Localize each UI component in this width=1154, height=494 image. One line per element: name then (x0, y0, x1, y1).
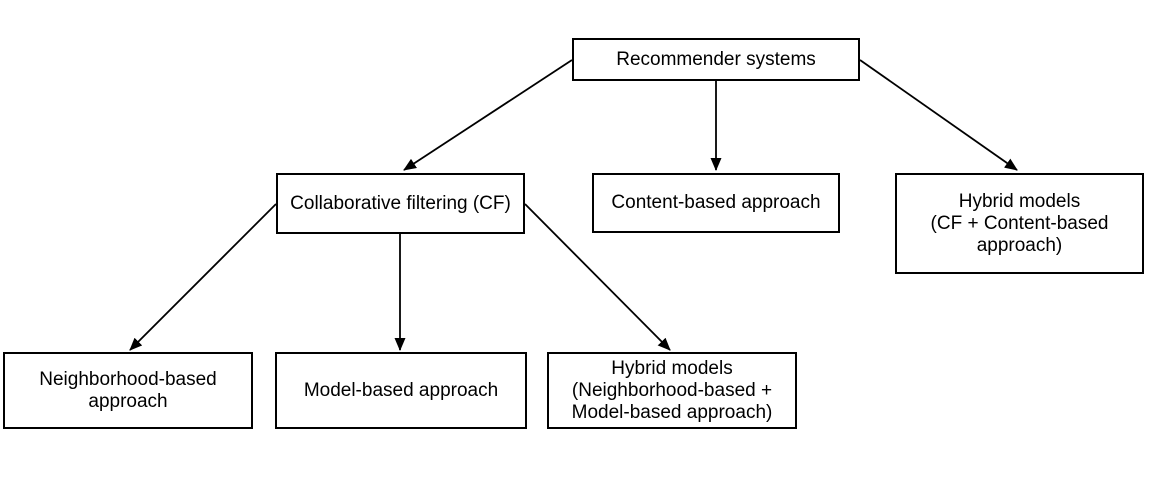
node-content-based-approach-label: Content-based approach (611, 192, 821, 213)
node-hybrid-models-cf-content: Hybrid models (CF + Content-based approa… (895, 173, 1144, 274)
node-hybrid-models-neighborhood-model-label: Hybrid models (Neighborhood-based + Mode… (571, 357, 773, 423)
arrow-recommender-to-collaborative (403, 59, 573, 171)
arrow-collaborative-to-neighborhood (129, 203, 277, 351)
node-model-based-approach-label: Model-based approach (303, 379, 499, 401)
node-neighborhood-based-approach-label: Neighborhood-based approach (39, 368, 217, 412)
node-hybrid-models-cf-content-label: Hybrid models (CF + Content-based approa… (930, 190, 1109, 256)
node-collaborative-filtering: Collaborative filtering (CF) (276, 173, 525, 234)
node-hybrid-models-neighborhood-model: Hybrid models (Neighborhood-based + Mode… (547, 352, 797, 429)
node-neighborhood-based-approach: Neighborhood-based approach (3, 352, 253, 429)
node-recommender-systems-label: Recommender systems (616, 48, 816, 70)
node-collaborative-filtering-label: Collaborative filtering (CF) (290, 192, 511, 214)
node-content-based-approach: Content-based approach (592, 173, 840, 233)
node-recommender-systems: Recommender systems (572, 38, 860, 81)
arrow-recommender-to-hybrid-cf-content (859, 59, 1018, 171)
node-model-based-approach: Model-based approach (275, 352, 527, 429)
